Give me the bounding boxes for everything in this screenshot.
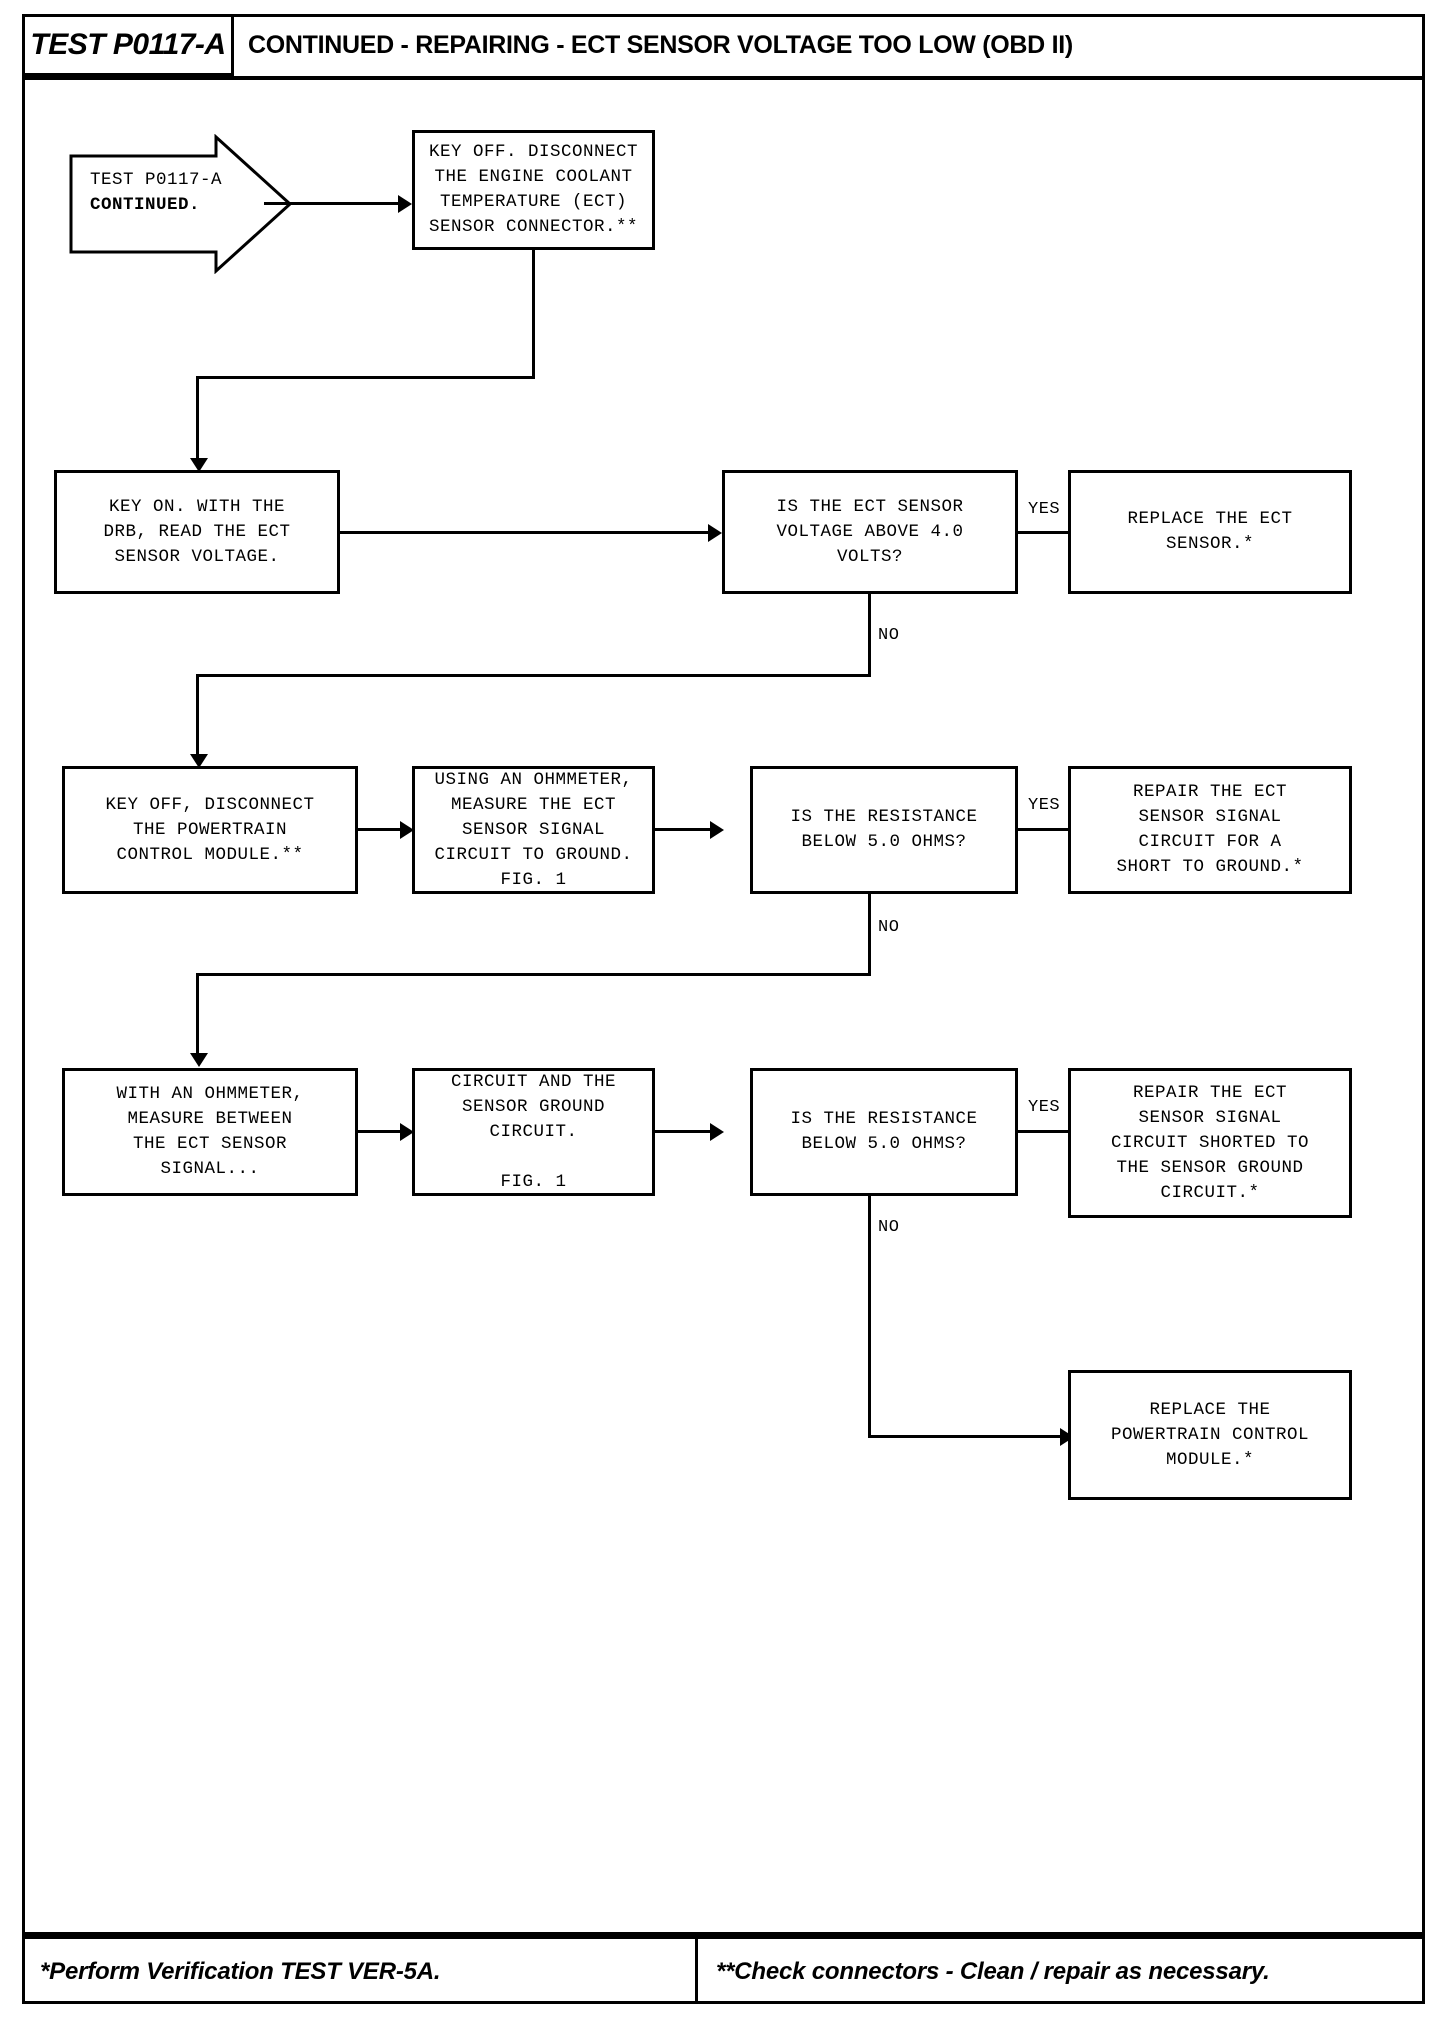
node-read-ect-voltage[interactable]: KEY ON. WITH THE DRB, READ THE ECT SENSO… — [54, 470, 340, 594]
node-measure-signal-to-ground-text: USING AN OHMMETER, MEASURE THE ECT SENSO… — [434, 769, 633, 890]
test-id-box: TEST P0117-A — [22, 14, 234, 76]
connector-decision2-no-to-row4 — [196, 973, 199, 1059]
connector-down-to-keyon — [196, 376, 199, 464]
connector-decision2-no-left — [196, 973, 871, 976]
page-border — [22, 14, 1425, 2004]
arrowhead-start-to-disconnect — [398, 195, 412, 213]
footer-right-text: **Check connectors - Clean / repair as n… — [716, 1957, 1270, 1985]
arrowhead-circuit-to-decision3 — [710, 1123, 724, 1141]
connector-measure-between-to-circuit — [358, 1130, 406, 1133]
node-replace-pcm[interactable]: REPLACE THE POWERTRAIN CONTROL MODULE.* — [1068, 1370, 1352, 1500]
connector-decision1-no-down — [868, 594, 871, 677]
arrowhead-pcm-to-measure-ground — [400, 821, 414, 839]
arrowhead-down-to-keyon — [190, 458, 208, 472]
arrowhead-no2-to-row4 — [190, 1053, 208, 1067]
node-repair-short-to-ground-text: REPAIR THE ECT SENSOR SIGNAL CIRCUIT FOR… — [1116, 782, 1304, 877]
node-measure-between-ect-signal-text: WITH AN OHMMETER, MEASURE BETWEEN THE EC… — [116, 1084, 304, 1179]
connector-down-from-disconnect — [532, 250, 535, 378]
node-decision-voltage-above-4v[interactable]: IS THE ECT SENSOR VOLTAGE ABOVE 4.0 VOLT… — [722, 470, 1018, 594]
footer-divider — [22, 1932, 1425, 1936]
connector-start-to-disconnect — [264, 202, 404, 205]
arrowhead-no1-to-row3 — [190, 754, 208, 768]
node-replace-pcm-text: REPLACE THE POWERTRAIN CONTROL MODULE.* — [1110, 1399, 1310, 1470]
connector-decision1-no-to-row3 — [196, 674, 199, 760]
connector-decision2-no-down — [868, 894, 871, 976]
node-disconnect-ect-connector[interactable]: KEY OFF. DISCONNECT THE ENGINE COOLANT T… — [412, 130, 655, 250]
arrowhead-measure-to-decision2 — [710, 821, 724, 839]
footer-bar: *Perform Verification TEST VER-5A. **Che… — [22, 1936, 1425, 2004]
start-line-2: CONTINUED. — [90, 195, 201, 215]
node-repair-short-to-ground[interactable]: REPAIR THE ECT SENSOR SIGNAL CIRCUIT FOR… — [1068, 766, 1352, 894]
node-disconnect-pcm-text: KEY OFF, DISCONNECT THE POWERTRAIN CONTR… — [105, 794, 315, 865]
branch-label-no-1: NO — [878, 626, 900, 645]
connector-measure-to-decision2 — [655, 828, 717, 831]
node-disconnect-ect-connector-text: KEY OFF. DISCONNECT THE ENGINE COOLANT T… — [428, 142, 639, 237]
node-decision-resistance-1-text: IS THE RESISTANCE BELOW 5.0 OHMS? — [790, 807, 978, 852]
node-replace-ect-sensor[interactable]: REPLACE THE ECT SENSOR.* — [1068, 470, 1352, 594]
start-node-shape — [68, 134, 293, 274]
connector-decision1-no-left — [196, 674, 871, 677]
start-node-label: TEST P0117-A CONTINUED. — [90, 168, 240, 218]
node-replace-ect-sensor-text: REPLACE THE ECT SENSOR.* — [1127, 509, 1293, 554]
node-repair-shorted-to-sensor-ground[interactable]: REPAIR THE ECT SENSOR SIGNAL CIRCUIT SHO… — [1068, 1068, 1352, 1218]
connector-decision1-yes — [1018, 531, 1080, 534]
arrowhead-keyon-to-decision1 — [708, 524, 722, 542]
node-repair-shorted-to-sensor-ground-text: REPAIR THE ECT SENSOR SIGNAL CIRCUIT SHO… — [1110, 1082, 1310, 1203]
connector-left-to-keyon — [196, 376, 535, 379]
footer-left-text: *Perform Verification TEST VER-5A. — [40, 1957, 441, 1985]
arrowhead-measure-between-to-circuit — [400, 1123, 414, 1141]
node-read-ect-voltage-text: KEY ON. WITH THE DRB, READ THE ECT SENSO… — [103, 496, 291, 567]
node-decision-resistance-below-5-ohms-2[interactable]: IS THE RESISTANCE BELOW 5.0 OHMS? — [750, 1068, 1018, 1196]
test-id-label: TEST P0117-A — [30, 28, 226, 61]
branch-label-yes-3: YES — [1028, 1098, 1061, 1117]
connector-pcm-to-measure-ground — [358, 828, 406, 831]
connector-decision3-yes — [1018, 1130, 1080, 1133]
node-circuit-and-sensor-ground[interactable]: CIRCUIT AND THE SENSOR GROUND CIRCUIT. F… — [412, 1068, 655, 1196]
branch-label-yes-2: YES — [1028, 796, 1061, 815]
node-disconnect-pcm[interactable]: KEY OFF, DISCONNECT THE POWERTRAIN CONTR… — [62, 766, 358, 894]
branch-label-yes-1: YES — [1028, 500, 1061, 519]
page-title: CONTINUED - REPAIRING - ECT SENSOR VOLTA… — [248, 14, 1073, 76]
node-decision-resistance-2-text: IS THE RESISTANCE BELOW 5.0 OHMS? — [790, 1109, 978, 1154]
connector-no3-to-replace-pcm — [868, 1435, 1068, 1438]
branch-label-no-3: NO — [878, 1218, 900, 1237]
footer-left-cell: *Perform Verification TEST VER-5A. — [22, 1939, 698, 2004]
node-circuit-and-sensor-ground-text: CIRCUIT AND THE SENSOR GROUND CIRCUIT. F… — [450, 1071, 617, 1192]
page-title-text: CONTINUED - REPAIRING - ECT SENSOR VOLTA… — [248, 30, 1073, 59]
branch-label-no-2: NO — [878, 918, 900, 937]
node-decision-voltage-above-4v-text: IS THE ECT SENSOR VOLTAGE ABOVE 4.0 VOLT… — [776, 496, 964, 567]
node-measure-signal-to-ground[interactable]: USING AN OHMMETER, MEASURE THE ECT SENSO… — [412, 766, 655, 894]
footer-right-cell: **Check connectors - Clean / repair as n… — [698, 1939, 1425, 2004]
node-decision-resistance-below-5-ohms-1[interactable]: IS THE RESISTANCE BELOW 5.0 OHMS? — [750, 766, 1018, 894]
node-measure-between-ect-signal[interactable]: WITH AN OHMMETER, MEASURE BETWEEN THE EC… — [62, 1068, 358, 1196]
header-divider — [22, 76, 1425, 80]
connector-decision2-yes — [1018, 828, 1080, 831]
connector-keyon-to-decision1 — [340, 531, 715, 534]
connector-decision3-no-down — [868, 1196, 871, 1438]
start-line-1: TEST P0117-A — [90, 170, 223, 190]
connector-circuit-to-decision3 — [655, 1130, 717, 1133]
